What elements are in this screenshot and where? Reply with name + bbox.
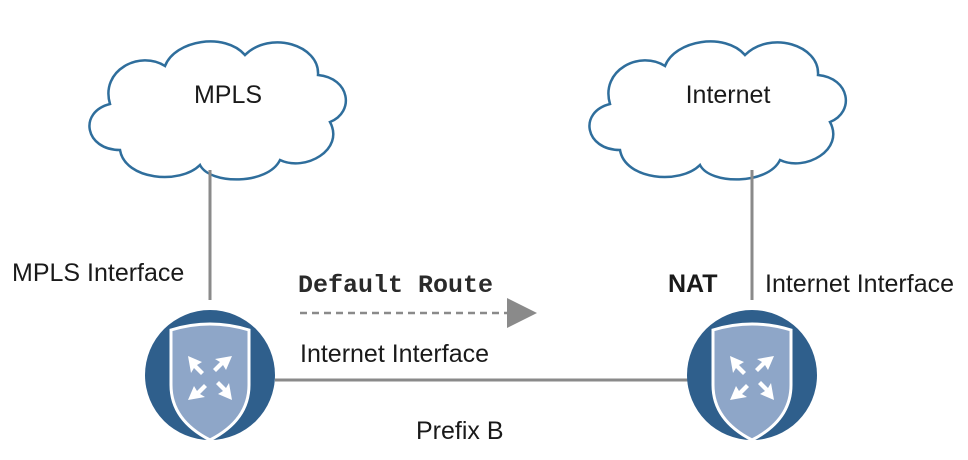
router-shield-icon: [711, 322, 793, 442]
default-route-label: Default Route: [298, 271, 493, 300]
mpls-cloud-label: MPLS: [194, 81, 262, 109]
mpls-interface-label: MPLS Interface: [12, 259, 184, 287]
prefix-label: Prefix B: [416, 417, 504, 445]
left-router: [145, 310, 275, 442]
mpls-cloud: MPLS: [88, 40, 348, 181]
internet-cloud: Internet: [588, 40, 848, 181]
router-shield-icon: [169, 322, 251, 442]
internet-interface-left-label: Internet Interface: [300, 340, 489, 368]
internet-interface-right-label: Internet Interface: [765, 270, 954, 298]
internet-cloud-label: Internet: [686, 81, 771, 109]
right-router: [687, 310, 817, 442]
nat-label: NAT: [668, 270, 718, 298]
